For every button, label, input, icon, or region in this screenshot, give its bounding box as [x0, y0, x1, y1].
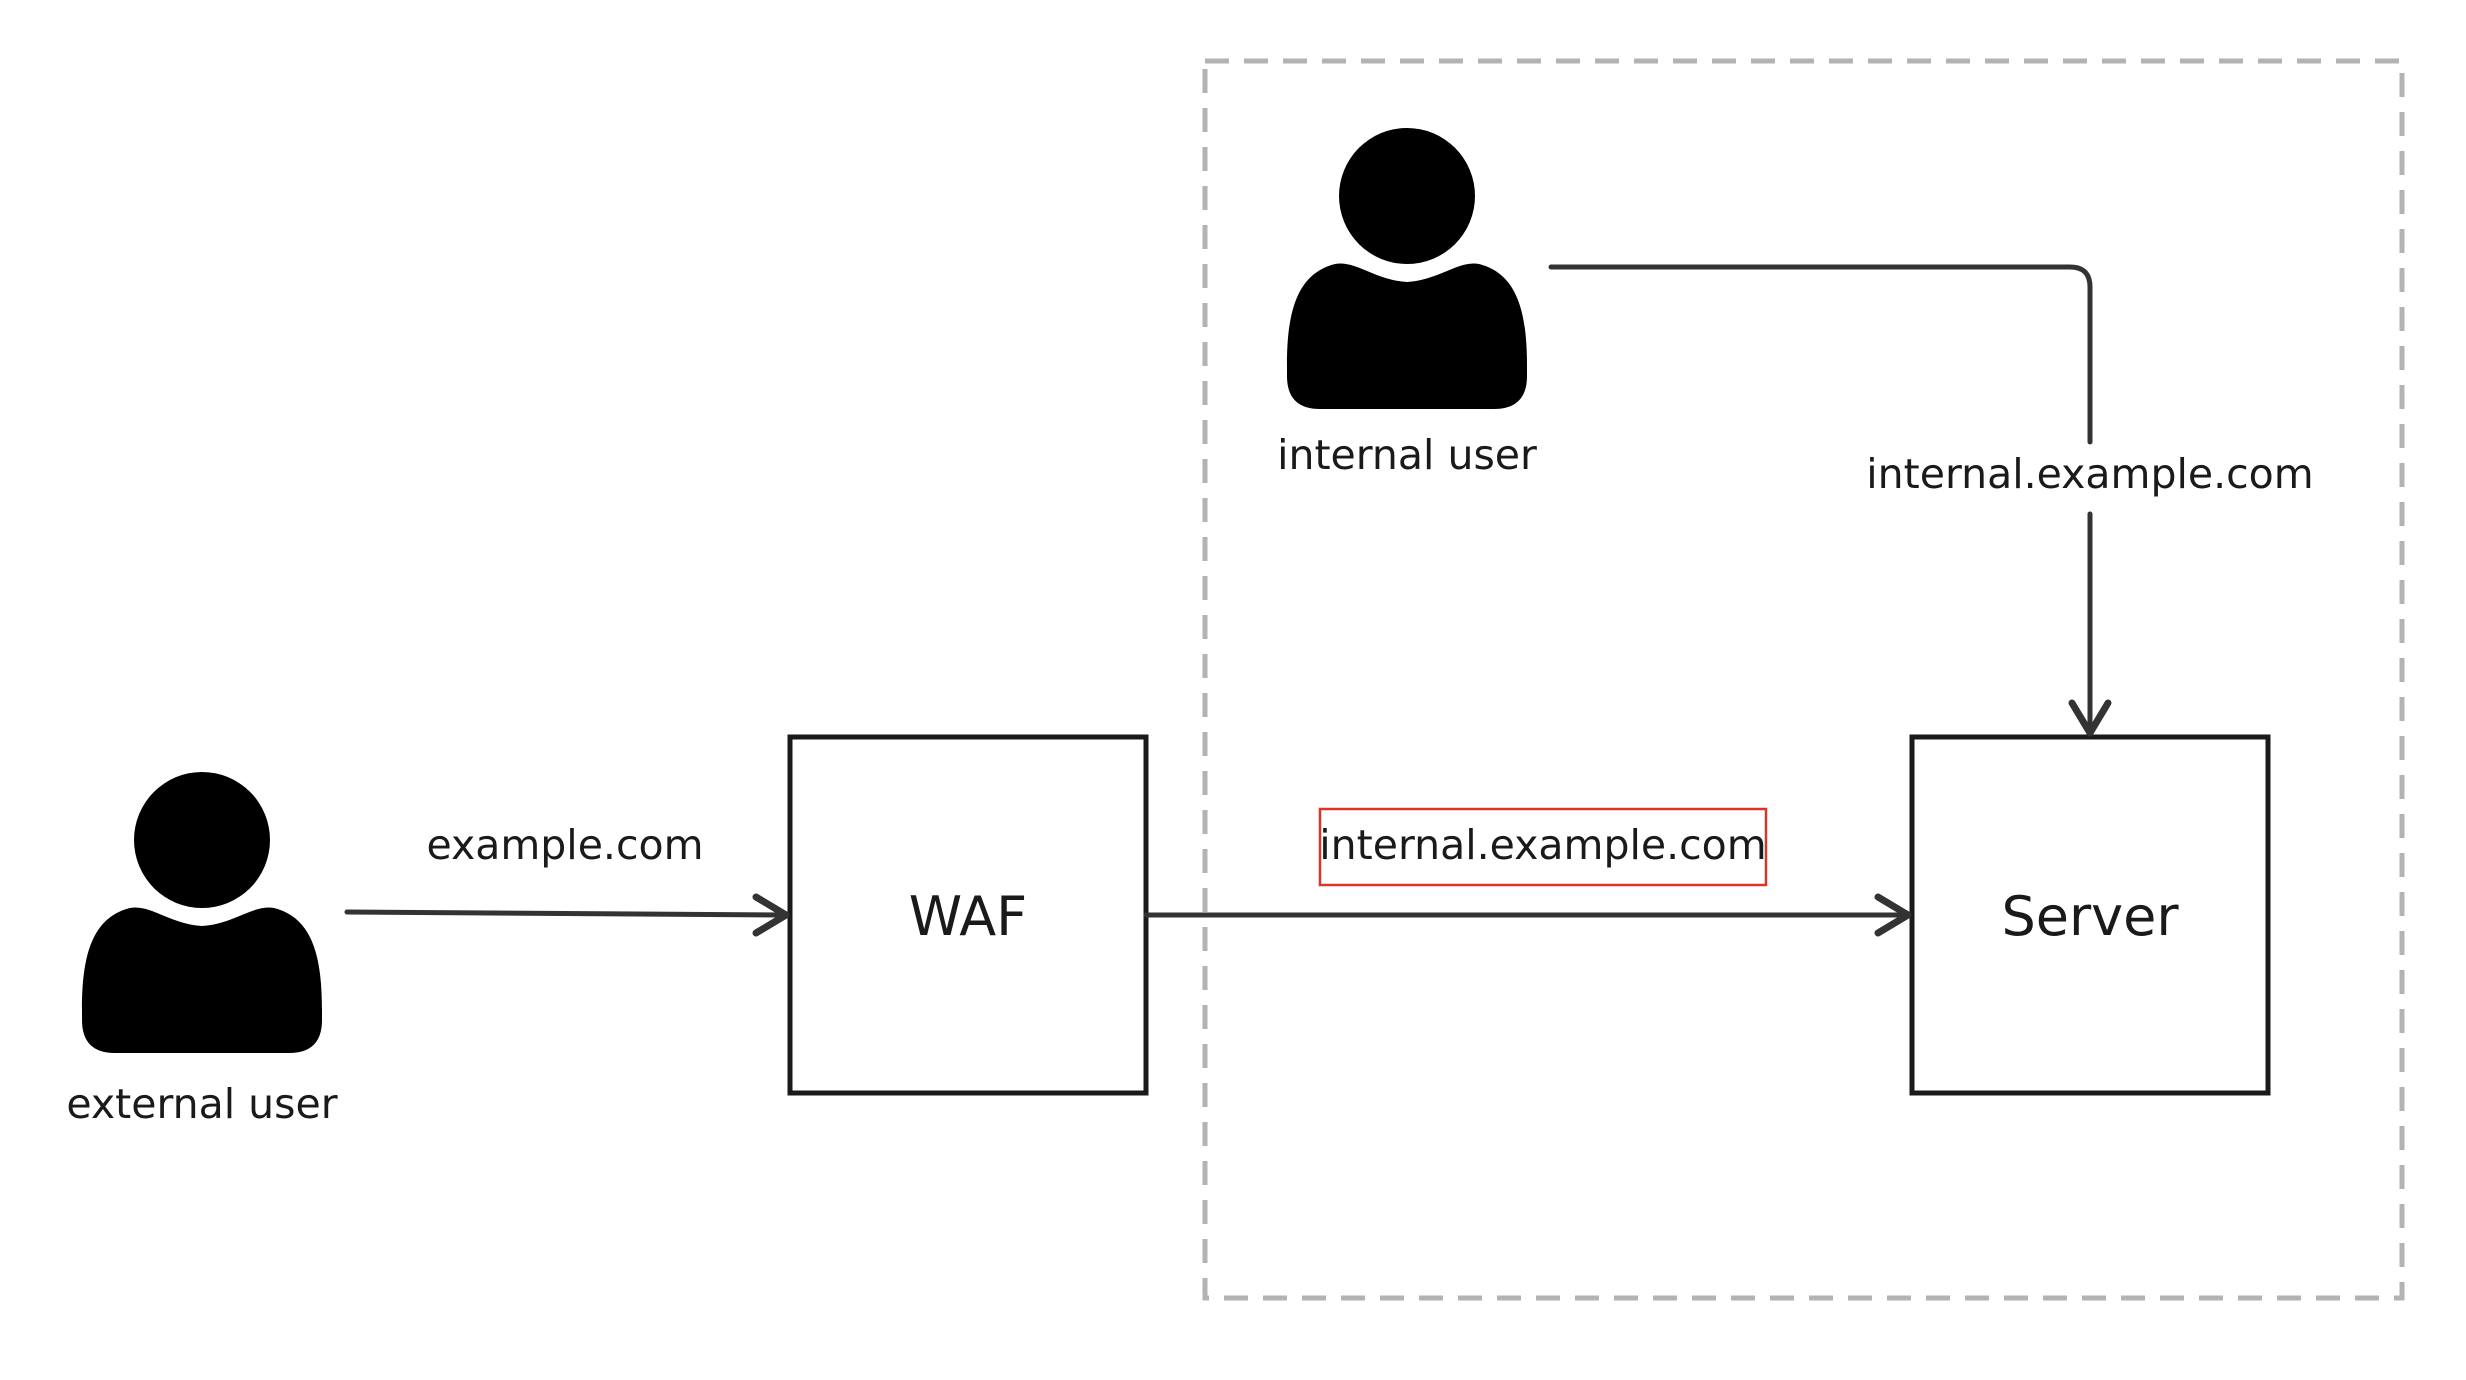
- internal-user-actor: internal user: [1277, 128, 1537, 479]
- edge-internal-to-server: internal.example.com: [1548, 264, 2314, 737]
- external-user-label: external user: [66, 1080, 337, 1128]
- edge-label-example-com: example.com: [426, 821, 703, 869]
- arrowhead: [2068, 699, 2112, 737]
- server-node: Server: [1909, 734, 2271, 1096]
- edge-external-to-waf: example.com: [344, 821, 790, 937]
- server-label: Server: [2001, 885, 2179, 948]
- person-icon: [1287, 128, 1527, 409]
- highlight-box: [1318, 807, 1768, 887]
- external-user-actor: external user: [66, 772, 338, 1128]
- internal-zone-boundary: [1202, 58, 2405, 1301]
- edge-waf-to-server: internal.example.com: [1143, 807, 1912, 937]
- internal-user-label: internal user: [1277, 431, 1537, 479]
- arrowhead: [752, 893, 790, 937]
- waf-label: WAF: [909, 885, 1027, 948]
- arrowhead: [1874, 893, 1912, 937]
- edge-label-internal-example-com: internal.example.com: [1319, 821, 1766, 869]
- edge-label-internal-example-com: internal.example.com: [1866, 450, 2313, 498]
- waf-node: WAF: [787, 734, 1149, 1096]
- person-icon: [82, 772, 322, 1053]
